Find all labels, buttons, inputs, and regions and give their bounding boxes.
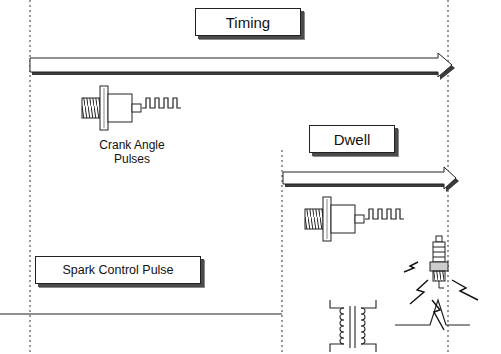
pulse-line (0, 300, 470, 325)
spark-plug (430, 236, 448, 288)
timing-arrow (30, 53, 455, 80)
box-text: Dwell (334, 131, 371, 148)
ignition-coil (330, 300, 376, 352)
box-text: Timing (226, 14, 270, 31)
box-text: Spark Control Pulse (62, 263, 173, 277)
dwell-arrow (283, 167, 459, 192)
part-label: Crank Angle Pulses (89, 139, 175, 167)
crank-sensor (82, 86, 181, 130)
crank-sensor (305, 197, 404, 241)
spark-bolts (404, 262, 478, 330)
label-box: Dwell (309, 125, 395, 153)
label-box: Timing (195, 8, 301, 36)
label-box: Spark Control Pulse (35, 256, 201, 284)
